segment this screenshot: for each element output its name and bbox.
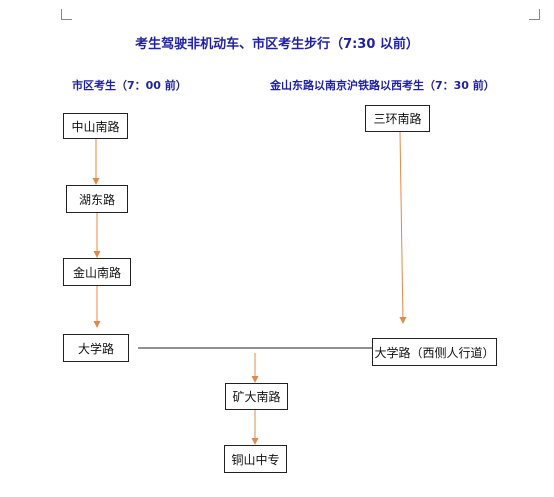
stop-daxue-road-left: 大学路 bbox=[63, 334, 129, 362]
arrow-sanhuan-to-daxue-west bbox=[399, 131, 407, 324]
page-title: 考生驾驶非机动车、市区考生步行（7:30 以前） bbox=[135, 37, 419, 52]
stop-jinshan-south-road: 金山南路 bbox=[63, 258, 131, 286]
stop-daxue-road-west-sidewalk: 大学路（西侧人行道） bbox=[372, 338, 497, 366]
stop-sanhuan-south-road: 三环南路 bbox=[365, 105, 430, 132]
corner-mark-top-left bbox=[61, 9, 72, 20]
stop-tongshan-secondary-school: 铜山中专 bbox=[224, 445, 287, 473]
corner-mark-top-right bbox=[529, 9, 540, 20]
left-route-header: 市区考生（7：00 前） bbox=[72, 79, 187, 92]
stop-zhongshan-south-road: 中山南路 bbox=[63, 113, 128, 139]
right-route-header: 金山东路以南京沪铁路以西考生（7：30 前） bbox=[270, 79, 495, 92]
stop-hudong-road: 湖东路 bbox=[66, 185, 128, 213]
stop-kuangda-south-road: 矿大南路 bbox=[225, 383, 288, 410]
